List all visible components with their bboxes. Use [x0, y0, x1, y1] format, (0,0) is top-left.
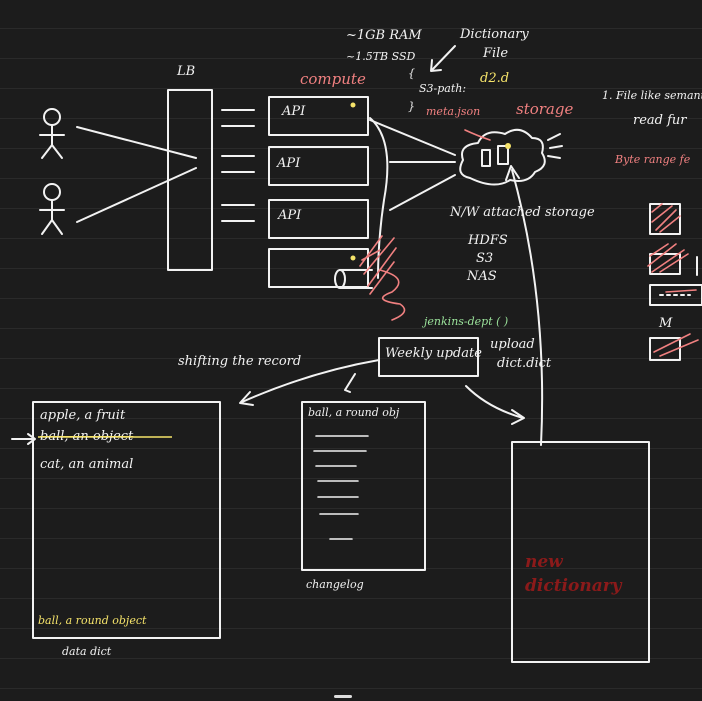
jenkins-label: jenkins-dept ( ) — [424, 315, 509, 328]
data-dict-footer-row: ball, a round object — [38, 614, 147, 627]
api-box-2 — [268, 146, 369, 186]
dictionary-file-subtitle: File — [483, 46, 509, 61]
byte-range-note: Byte range fe — [615, 153, 691, 166]
storage-label: storage — [516, 100, 574, 118]
meta-json-label: meta.json — [426, 105, 481, 118]
storage-cloud — [459, 128, 546, 186]
new-dictionary-line-2: dictionary — [525, 576, 622, 596]
nw-storage-nas: NAS — [467, 269, 497, 284]
api-box-3 — [268, 199, 369, 239]
lb-label: LB — [177, 64, 196, 79]
upload-label: upload — [490, 337, 535, 352]
m-label: M — [659, 316, 673, 331]
compute-label: compute — [300, 70, 366, 88]
changelog-first-row: ball, a round obj — [308, 406, 400, 419]
ram-spec: ~1GB RAM — [346, 28, 422, 43]
nw-storage-title: N/W attached storage — [450, 205, 595, 220]
user-stick-figure-2 — [39, 183, 65, 235]
weekly-update-label: Weekly update — [385, 346, 482, 361]
dictionary-file-title: Dictionary — [460, 27, 529, 42]
brace-open: { — [408, 67, 415, 80]
s3-path-key: S3-path: — [419, 82, 467, 95]
file-like-semantics-note: 1. File like semant — [602, 89, 702, 102]
nw-storage-hdfs: HDFS — [468, 233, 508, 248]
data-dict-row-3: cat, an animal — [40, 457, 134, 472]
changelog-box — [301, 401, 426, 571]
user-stick-figure-1 — [39, 108, 65, 159]
new-dictionary-box — [511, 441, 650, 663]
nw-storage-s3: S3 — [476, 251, 494, 266]
load-balancer-box — [167, 89, 213, 271]
data-dict-caption: data dict — [62, 645, 112, 658]
brace-close: } — [408, 100, 415, 113]
changelog-caption: changelog — [306, 578, 364, 591]
data-dict-row-2: ball, an object — [40, 429, 134, 444]
api-label-1: API — [282, 104, 306, 119]
s3-path-value: d2.d — [480, 71, 510, 86]
ssd-spec: ~1.5TB SSD — [346, 50, 416, 63]
new-dictionary-line-1: new — [525, 552, 563, 572]
scroll-indicator[interactable] — [334, 695, 352, 698]
shifting-record-label: shifting the record — [178, 354, 302, 369]
read-for-note: read fur — [633, 113, 687, 128]
api-label-2: API — [277, 156, 301, 171]
weekly-update-box — [378, 337, 479, 377]
upload-file-label: dict.dict — [497, 356, 552, 371]
api-box-1 — [268, 96, 369, 136]
data-dict-row-1: apple, a fruit — [40, 408, 126, 423]
api-box-4 — [268, 248, 369, 288]
data-dict-box — [32, 401, 221, 639]
api-label-3: API — [278, 208, 302, 223]
